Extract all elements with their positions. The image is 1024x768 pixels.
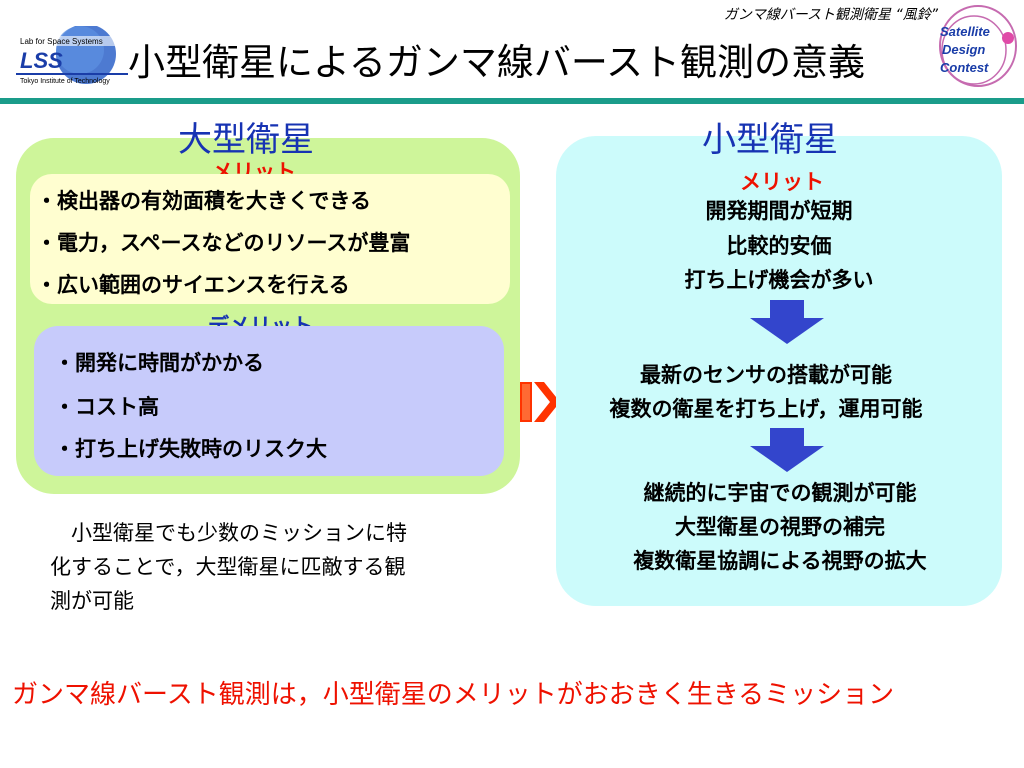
- note-text: 小型衛星でも少数のミッションに特 化することで，大型衛星に匹敵する観 測が可能: [50, 516, 504, 618]
- large-merit-item: ・電力，スペースなどのリソースが豊富: [36, 231, 411, 255]
- small-satellite-panel: [556, 136, 1002, 606]
- note-line: 化することで，大型衛星に匹敵する観: [50, 555, 406, 579]
- lab-logo-mark: LSS: [20, 48, 63, 73]
- lab-logo-line1: Lab for Space Systems: [20, 37, 103, 46]
- small-merit-item: 比較的安価: [726, 234, 832, 258]
- header-caption: ガンマ線バースト観測衛星 “風鈴”: [723, 7, 938, 23]
- conclusion-text: ガンマ線バースト観測は，小型衛星のメリットがおおきく生きるミッション: [12, 680, 895, 710]
- large-satellite-merit-box: [30, 174, 510, 304]
- small-step2-item: 複数の衛星を打ち上げ，運用可能: [609, 397, 923, 421]
- note-line: 小型衛星でも少数のミッションに特: [50, 521, 407, 545]
- down-arrow-icon: [750, 428, 824, 472]
- large-demerit-item: ・コスト高: [54, 395, 159, 419]
- large-merit-item: ・広い範囲のサイエンスを行える: [36, 273, 350, 297]
- large-satellite-demerit-box: [34, 326, 504, 476]
- large-satellite-title: 大型衛星: [178, 120, 314, 160]
- large-merit-item: ・検出器の有効面積を大きくできる: [36, 189, 371, 213]
- small-merit-item: 開発期間が短期: [705, 199, 853, 223]
- small-step3-item: 大型衛星の視野の補完: [675, 515, 885, 539]
- page-title: 小型衛星によるガンマ線バースト観測の意義: [128, 41, 866, 84]
- small-step3-item: 継続的に宇宙での観測が可能: [643, 481, 917, 505]
- down-arrow-icon: [750, 300, 824, 344]
- large-demerit-item: ・開発に時間がかかる: [54, 351, 264, 375]
- note-line: 測が可能: [50, 589, 134, 613]
- right-arrow-icon: [520, 382, 560, 422]
- lab-logo: Lab for Space Systems LSS Tokyo Institut…: [14, 26, 130, 85]
- small-step3-item: 複数衛星協調による視野の拡大: [633, 549, 927, 573]
- header-divider: [0, 98, 1024, 104]
- small-step2-item: 最新のセンサの搭載が可能: [640, 363, 892, 387]
- large-demerit-item: ・打ち上げ失敗時のリスク大: [54, 437, 327, 461]
- sdc-logo-line3: Contest: [940, 60, 989, 75]
- satellite-design-contest-logo: Satellite Design Contest: [939, 5, 1017, 87]
- lab-logo-line2: Tokyo Institute of Technology: [20, 78, 110, 85]
- sdc-logo-line2: Design: [942, 42, 985, 57]
- small-satellite-merit-label: メリット: [740, 170, 824, 194]
- sdc-logo-line1: Satellite: [940, 24, 990, 39]
- small-satellite-title: 小型衛星: [702, 120, 838, 160]
- small-merit-item: 打ち上げ機会が多い: [684, 268, 874, 292]
